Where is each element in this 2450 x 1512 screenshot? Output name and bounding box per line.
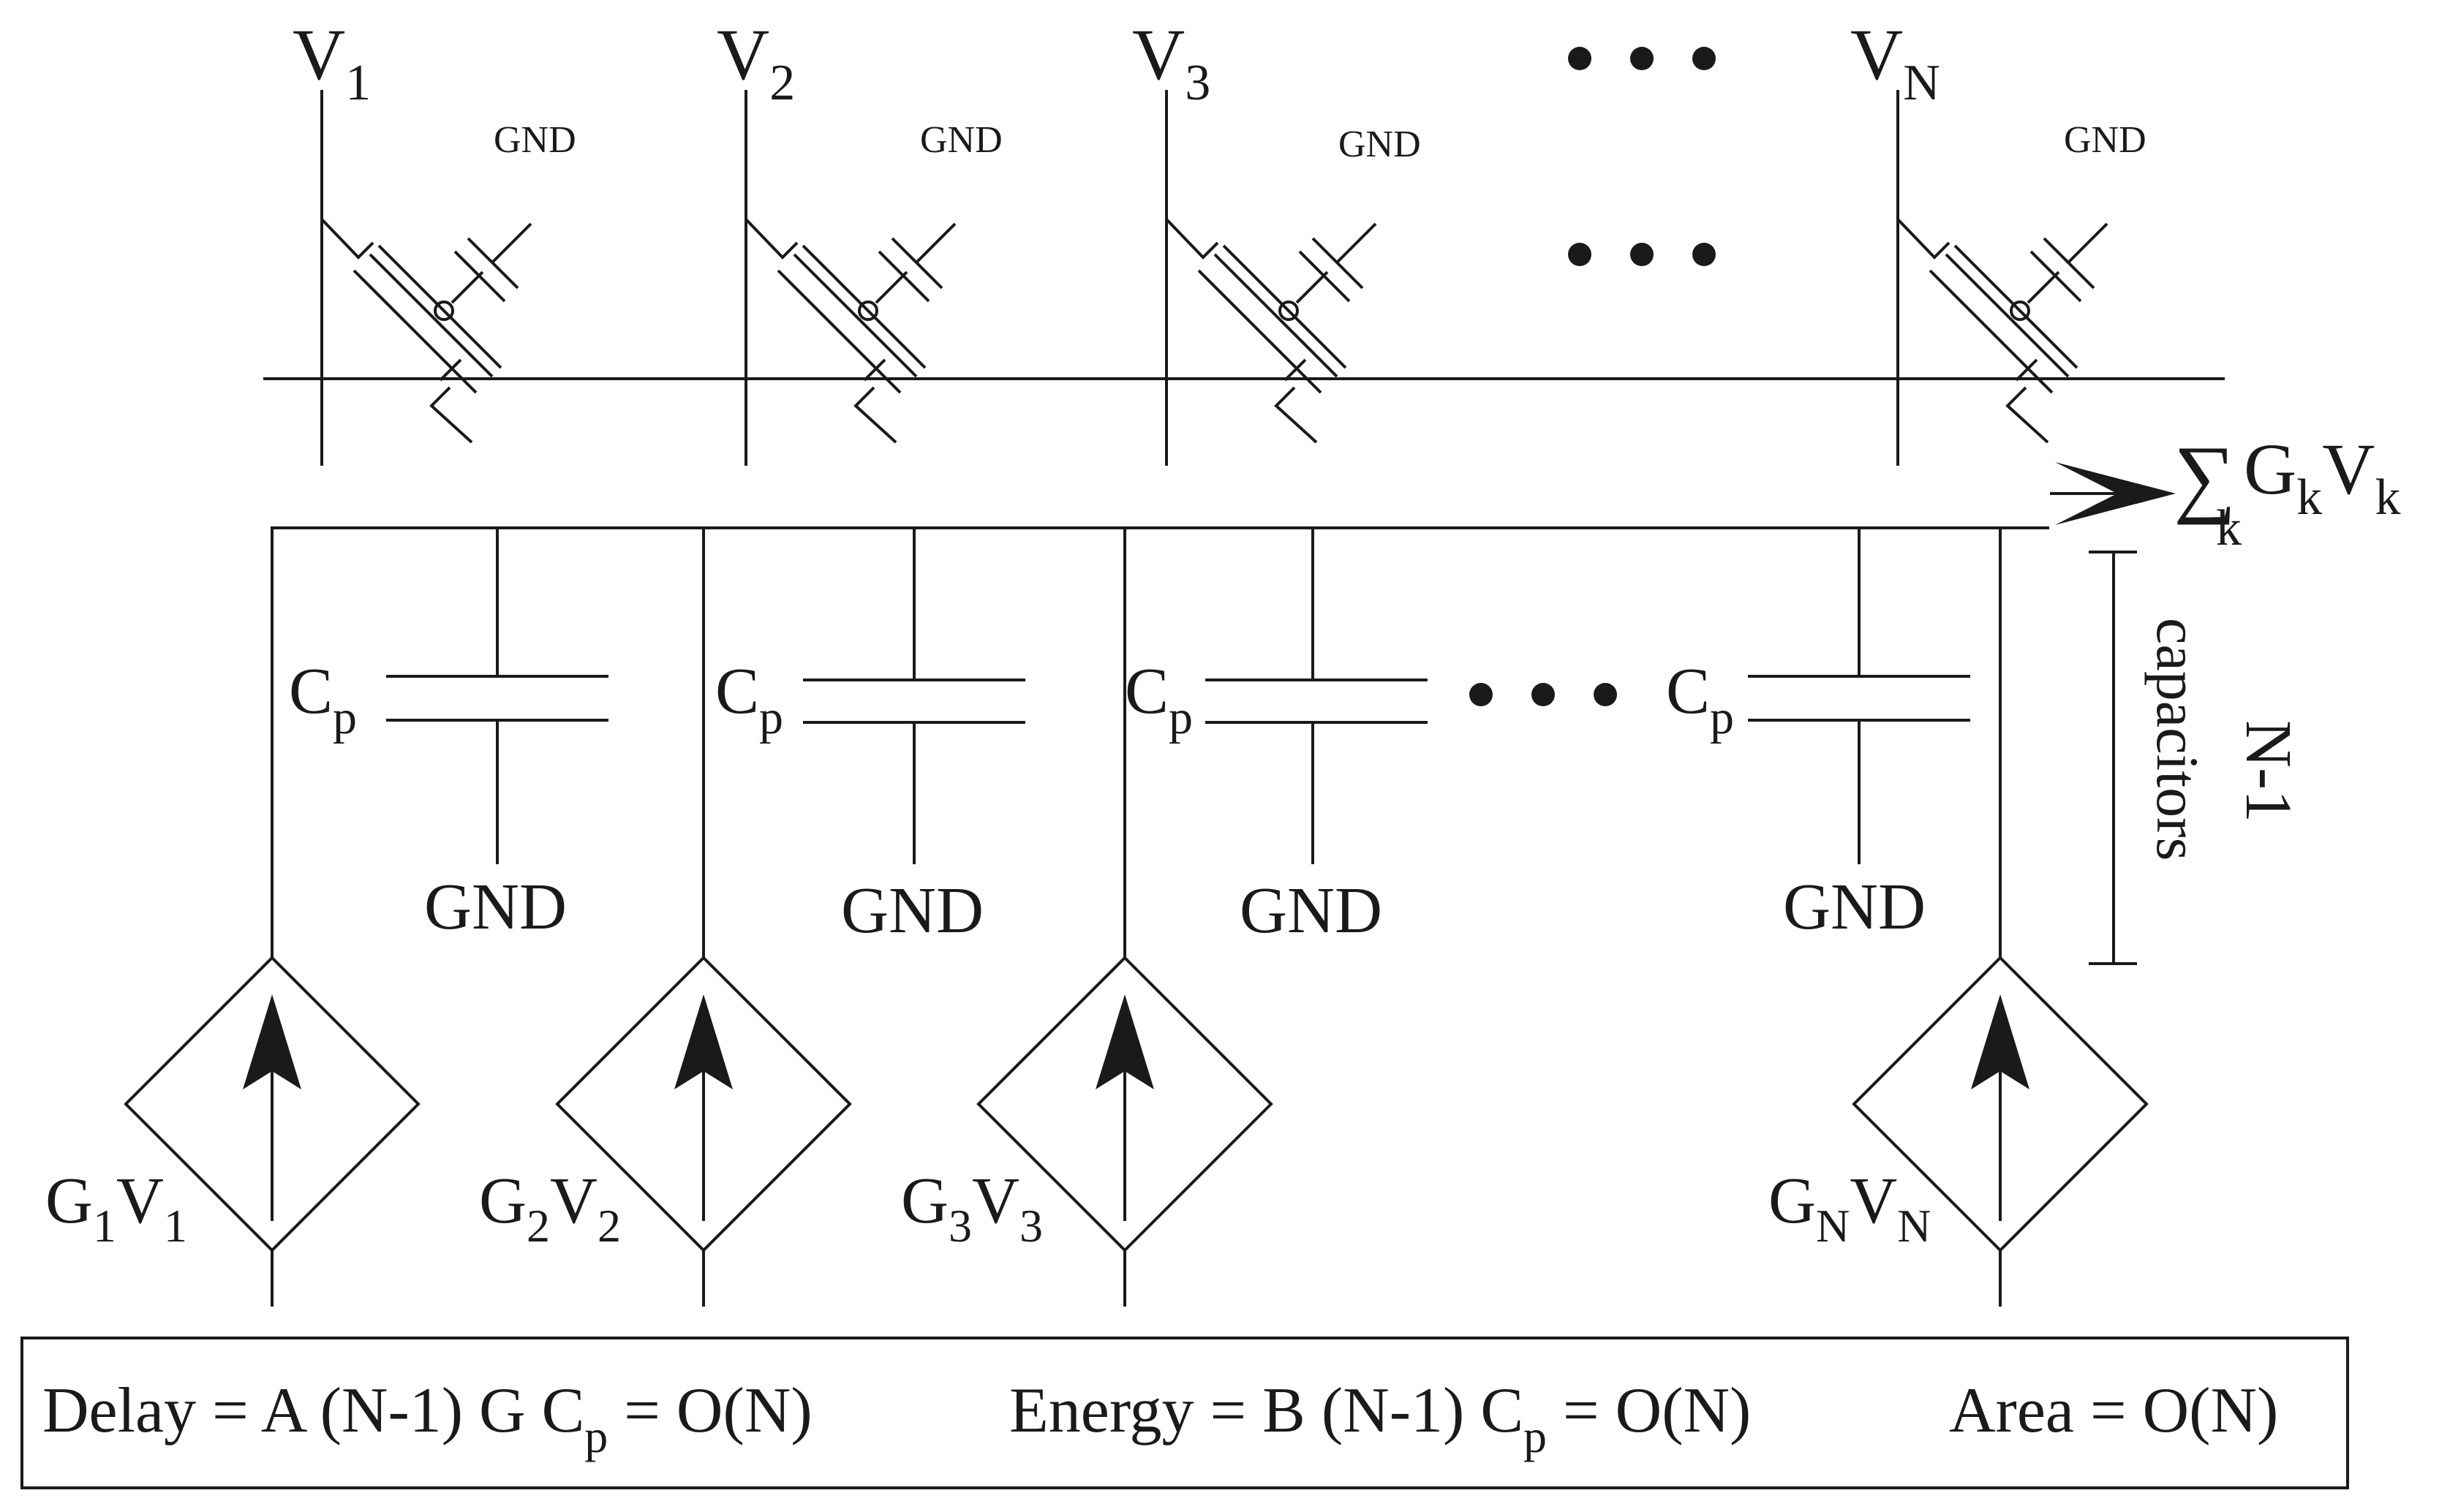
cap-label-2: Cp [715,655,783,744]
capacitor-1 [386,526,608,864]
current-source-1 [124,956,420,1307]
cap-label-3: Cp [1125,655,1193,744]
cap-label-n: Cp [1666,655,1734,744]
input-line-vn [1896,90,2108,466]
capacitors-label: capacitors [2144,618,2211,861]
input-line-v3 [1165,90,1377,466]
input-line-v1 [320,90,532,466]
capacitor-3 [1205,526,1428,864]
source-label-1: G1V1 [45,1165,187,1252]
capacitor-n [1748,526,1970,864]
ellipsis-top-lower [1568,243,1716,266]
n-minus-1-bracket [2089,551,2137,965]
current-source-3 [977,956,1273,1307]
gnd-label-cap-1: GND [424,871,567,943]
label-vn: VN [1850,14,1940,111]
source-label-2: G2V2 [479,1165,621,1252]
formula-box [20,1337,2349,1489]
formula-energy: Energy = B (N-1) Cp = O(N) [1009,1375,1751,1462]
gnd-label-top-n: GND [2064,119,2146,161]
label-v2: V2 [717,14,795,111]
gnd-label-cap-3: GND [1240,874,1382,947]
source-label-3: G3V3 [901,1165,1043,1252]
source-label-n: GNVN [1768,1165,1931,1252]
label-v3: V3 [1132,14,1210,111]
output-arrow [2050,462,2176,525]
gnd-label-top-3: GND [1338,124,1421,165]
current-source-n [1852,956,2148,1307]
svg-text:∑: ∑ [2174,428,2236,525]
formula-area: Area = O(N) [1949,1375,2278,1446]
gnd-label-cap-n: GND [1783,871,1926,943]
cap-label-1: Cp [289,655,357,744]
formula-delay: Delay = A (N-1) G Cp = O(N) [42,1375,813,1462]
ellipsis-middle [1469,683,1617,706]
label-v1: V1 [293,14,371,111]
current-source-2 [556,956,851,1307]
sum-output-label: ∑ k GkVk [2174,428,2400,556]
input-line-v2 [745,90,957,466]
svg-text:k: k [2216,500,2242,556]
gnd-label-top-2: GND [920,119,1003,161]
gnd-label-top-1: GND [494,119,576,161]
svg-text:GkVk: GkVk [2244,428,2400,526]
capacitor-2 [803,526,1025,864]
gnd-label-cap-2: GND [841,874,984,947]
n-minus-1-label: N-1 [2232,720,2304,823]
ellipsis-top-upper [1568,47,1716,70]
